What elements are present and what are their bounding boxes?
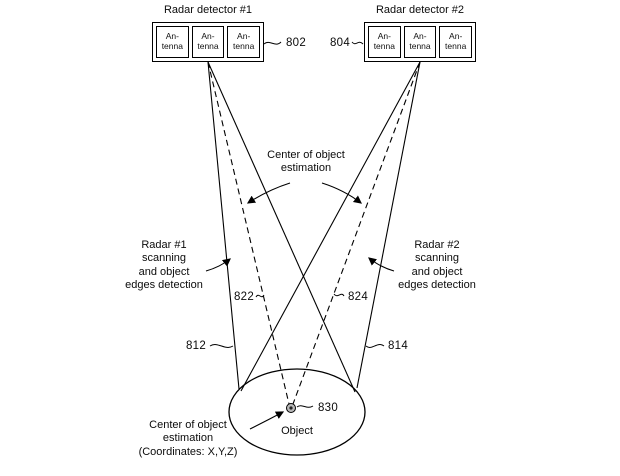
radar2-right-edge-scan-line [356,61,421,389]
object-center-point-core [289,406,293,410]
annotation-radar2-scanning: Radar #2 scanning and object edges detec… [398,239,476,292]
object-ellipse [228,368,366,456]
leader-822 [255,294,265,298]
leader-804 [351,41,364,45]
arrow-radar2-scanning [368,257,395,272]
radar-detector-2-box: An- tenna An- tenna An- tenna [364,22,476,62]
leader-830 [296,405,314,408]
radar1-right-edge-scan-line [207,61,356,393]
ref-802: 802 [285,37,307,49]
radar1-center-dashed-line [207,61,290,405]
arrow-center-estimation-bottom [249,411,285,430]
radar1-left-edge-scan-line [207,61,240,390]
antenna-box: An- tenna [191,26,225,58]
radar2-center-dashed-line [292,61,421,405]
ref-822: 822 [233,291,255,303]
ref-812: 812 [185,340,207,352]
annotation-center-estimation-bottom: Center of object estimation (Coordinates… [138,419,238,458]
leader-812 [209,344,234,348]
ref-830: 830 [317,402,339,414]
ref-804: 804 [329,37,351,49]
leader-802 [263,41,282,45]
antenna-box: An- tenna [368,26,401,58]
antenna-box: An- tenna [227,26,261,58]
antenna-box: An- tenna [403,26,437,58]
leader-814 [365,344,385,348]
annotation-center-estimation-top: Center of object estimation [267,149,345,175]
ref-814: 814 [387,340,409,352]
radar-detector-2-title: Radar detector #2 [375,4,465,16]
annotation-radar1-scanning: Radar #1 scanning and object edges detec… [125,239,203,292]
antenna-box: An- tenna [439,26,473,58]
radar-detector-1-title: Radar detector #1 [163,4,253,16]
radar2-left-edge-scan-line [240,61,421,392]
arrow-center-estimation-to-right-dashed [321,182,362,204]
radar-detector-1-box: An- tenna An- tenna An- tenna [152,22,264,62]
leader-824 [333,293,345,297]
arrow-center-estimation-to-left-dashed [246,182,291,204]
antenna-box: An- tenna [156,26,189,58]
arrow-radar1-scanning [205,258,231,272]
object-label: Object [281,425,313,437]
ref-824: 824 [347,291,369,303]
